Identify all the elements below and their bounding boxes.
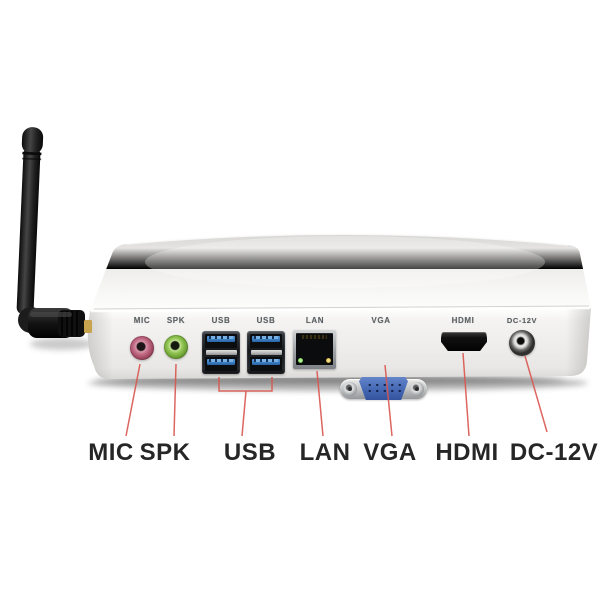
device-top-surface (90, 233, 591, 311)
usb-port (250, 357, 282, 371)
usb-port (250, 334, 282, 348)
callout-label-lan: LAN (299, 439, 351, 466)
callout-label-dc: DC-12V (509, 439, 599, 466)
usb-port (205, 357, 237, 371)
callout-label-vga: VGA (363, 439, 417, 466)
mic-jack (130, 336, 154, 360)
hdmi-port (441, 332, 487, 351)
vga-dsub-connector (359, 377, 408, 400)
lan-led-amber (326, 358, 331, 363)
usb-port (205, 334, 237, 348)
dc-power-jack (509, 330, 535, 356)
panel-label-mic: MIC (133, 316, 151, 325)
panel-label-dc: DC-12V (506, 316, 538, 325)
panel-label-hdmi: HDMI (451, 316, 475, 325)
vga-port (340, 375, 427, 402)
panel-label-vga: VGA (371, 316, 391, 325)
callout-label-mic: MIC (88, 439, 134, 466)
panel-label-spk: SPK (166, 316, 186, 325)
wifi-antenna-icon (16, 127, 92, 338)
spk-jack (164, 335, 188, 359)
panel-label-lan: LAN (305, 316, 325, 325)
usb-port-stack-2 (247, 331, 285, 374)
callout-label-hdmi: HDMI (435, 439, 499, 466)
antenna-gold-connector (84, 320, 92, 333)
vga-screw-right (410, 382, 424, 396)
usb-port-stack-1 (202, 331, 240, 374)
lan-port (293, 330, 336, 369)
panel-label-usb1: USB (211, 316, 231, 325)
lan-led-green (298, 358, 303, 363)
callout-label-usb: USB (223, 439, 277, 466)
callout-label-spk: SPK (139, 439, 191, 466)
vga-screw-left (343, 382, 357, 396)
panel-label-usb2: USB (256, 316, 276, 325)
